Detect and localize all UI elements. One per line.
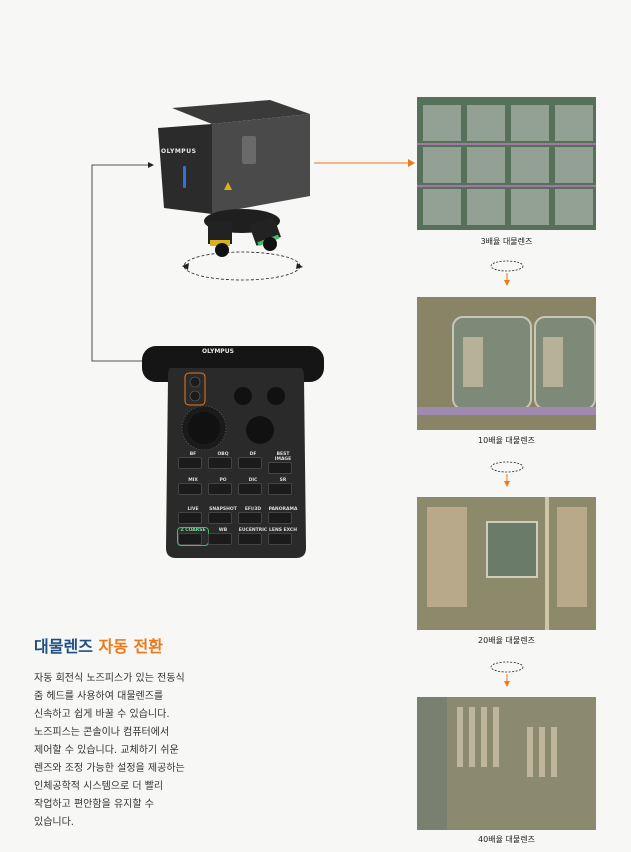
controller-image: OLYMPUS BF OBQ DF BEST IMAGE MIX PO DIC … — [140, 338, 330, 562]
controller-button: DF — [238, 452, 268, 474]
body-line: 인체공학적 시스템으로 더 빨리 — [34, 781, 164, 792]
controller-button: SR — [268, 478, 298, 495]
controller-button: BF — [178, 452, 208, 474]
controller-button: PO — [208, 478, 238, 495]
section-title: 대물렌즈 자동 전환 — [34, 633, 163, 657]
controller-button: EUCENTRIC — [238, 528, 268, 545]
caption-3x: 3배율 대물렌즈 — [480, 237, 533, 246]
controller-button: LIVE — [178, 507, 208, 524]
controller-button: MIX — [178, 478, 208, 495]
controller-button: DIC — [238, 478, 268, 495]
controller-brand: OLYMPUS — [202, 348, 234, 355]
body-line: 노즈피스는 콘솔이나 컴퓨터에서 — [34, 727, 170, 738]
body-line: 신속하고 쉽게 바꿀 수 있습니다. — [34, 709, 170, 720]
caption-40x: 40배율 대물렌즈 — [478, 835, 535, 844]
controller-button: EFI/3D — [238, 507, 268, 524]
chip-image-40x — [417, 697, 596, 830]
body-line: 렌즈와 조정 가능한 설정을 제공하는 — [34, 763, 185, 774]
body-line: 있습니다. — [34, 817, 74, 828]
controller-button: PANORAMA — [268, 507, 298, 524]
chip-image-10x — [417, 297, 596, 430]
caption-20x: 20배율 대물렌즈 — [478, 636, 535, 645]
body-line: 자동 회전식 노즈피스가 있는 전동식 — [34, 673, 185, 684]
controller-button-grid: BF OBQ DF BEST IMAGE MIX PO DIC SR LIVE … — [177, 452, 298, 546]
controller-button: OBQ — [208, 452, 238, 474]
section-body: 자동 회전식 노즈피스가 있는 전동식 줌 헤드를 사용하여 대물렌즈를 신속하… — [34, 670, 234, 832]
microscope-brand: OLYMPUS — [161, 148, 197, 155]
controller-button: LENS EXCH — [268, 528, 298, 545]
body-line: 작업하고 편안함을 유지할 수 — [34, 799, 154, 810]
body-line: 줌 헤드를 사용하여 대물렌즈를 — [34, 691, 164, 702]
microscope-head-image: OLYMPUS — [150, 96, 320, 261]
section-title-part1: 대물렌즈 — [34, 637, 93, 656]
controller-button: WB — [208, 528, 238, 545]
caption-10x: 10배율 대물렌즈 — [478, 436, 535, 445]
controller-button: BEST IMAGE — [268, 452, 298, 474]
section-title-part2: 자동 전환 — [98, 637, 163, 656]
chip-image-3x — [417, 97, 596, 230]
controller-button: SNAPSHOT — [208, 507, 238, 524]
body-line: 제어할 수 있습니다. 교체하기 쉬운 — [34, 745, 179, 756]
chip-image-20x — [417, 497, 596, 630]
controller-button-z-coarse: Z COARSE — [177, 527, 209, 546]
